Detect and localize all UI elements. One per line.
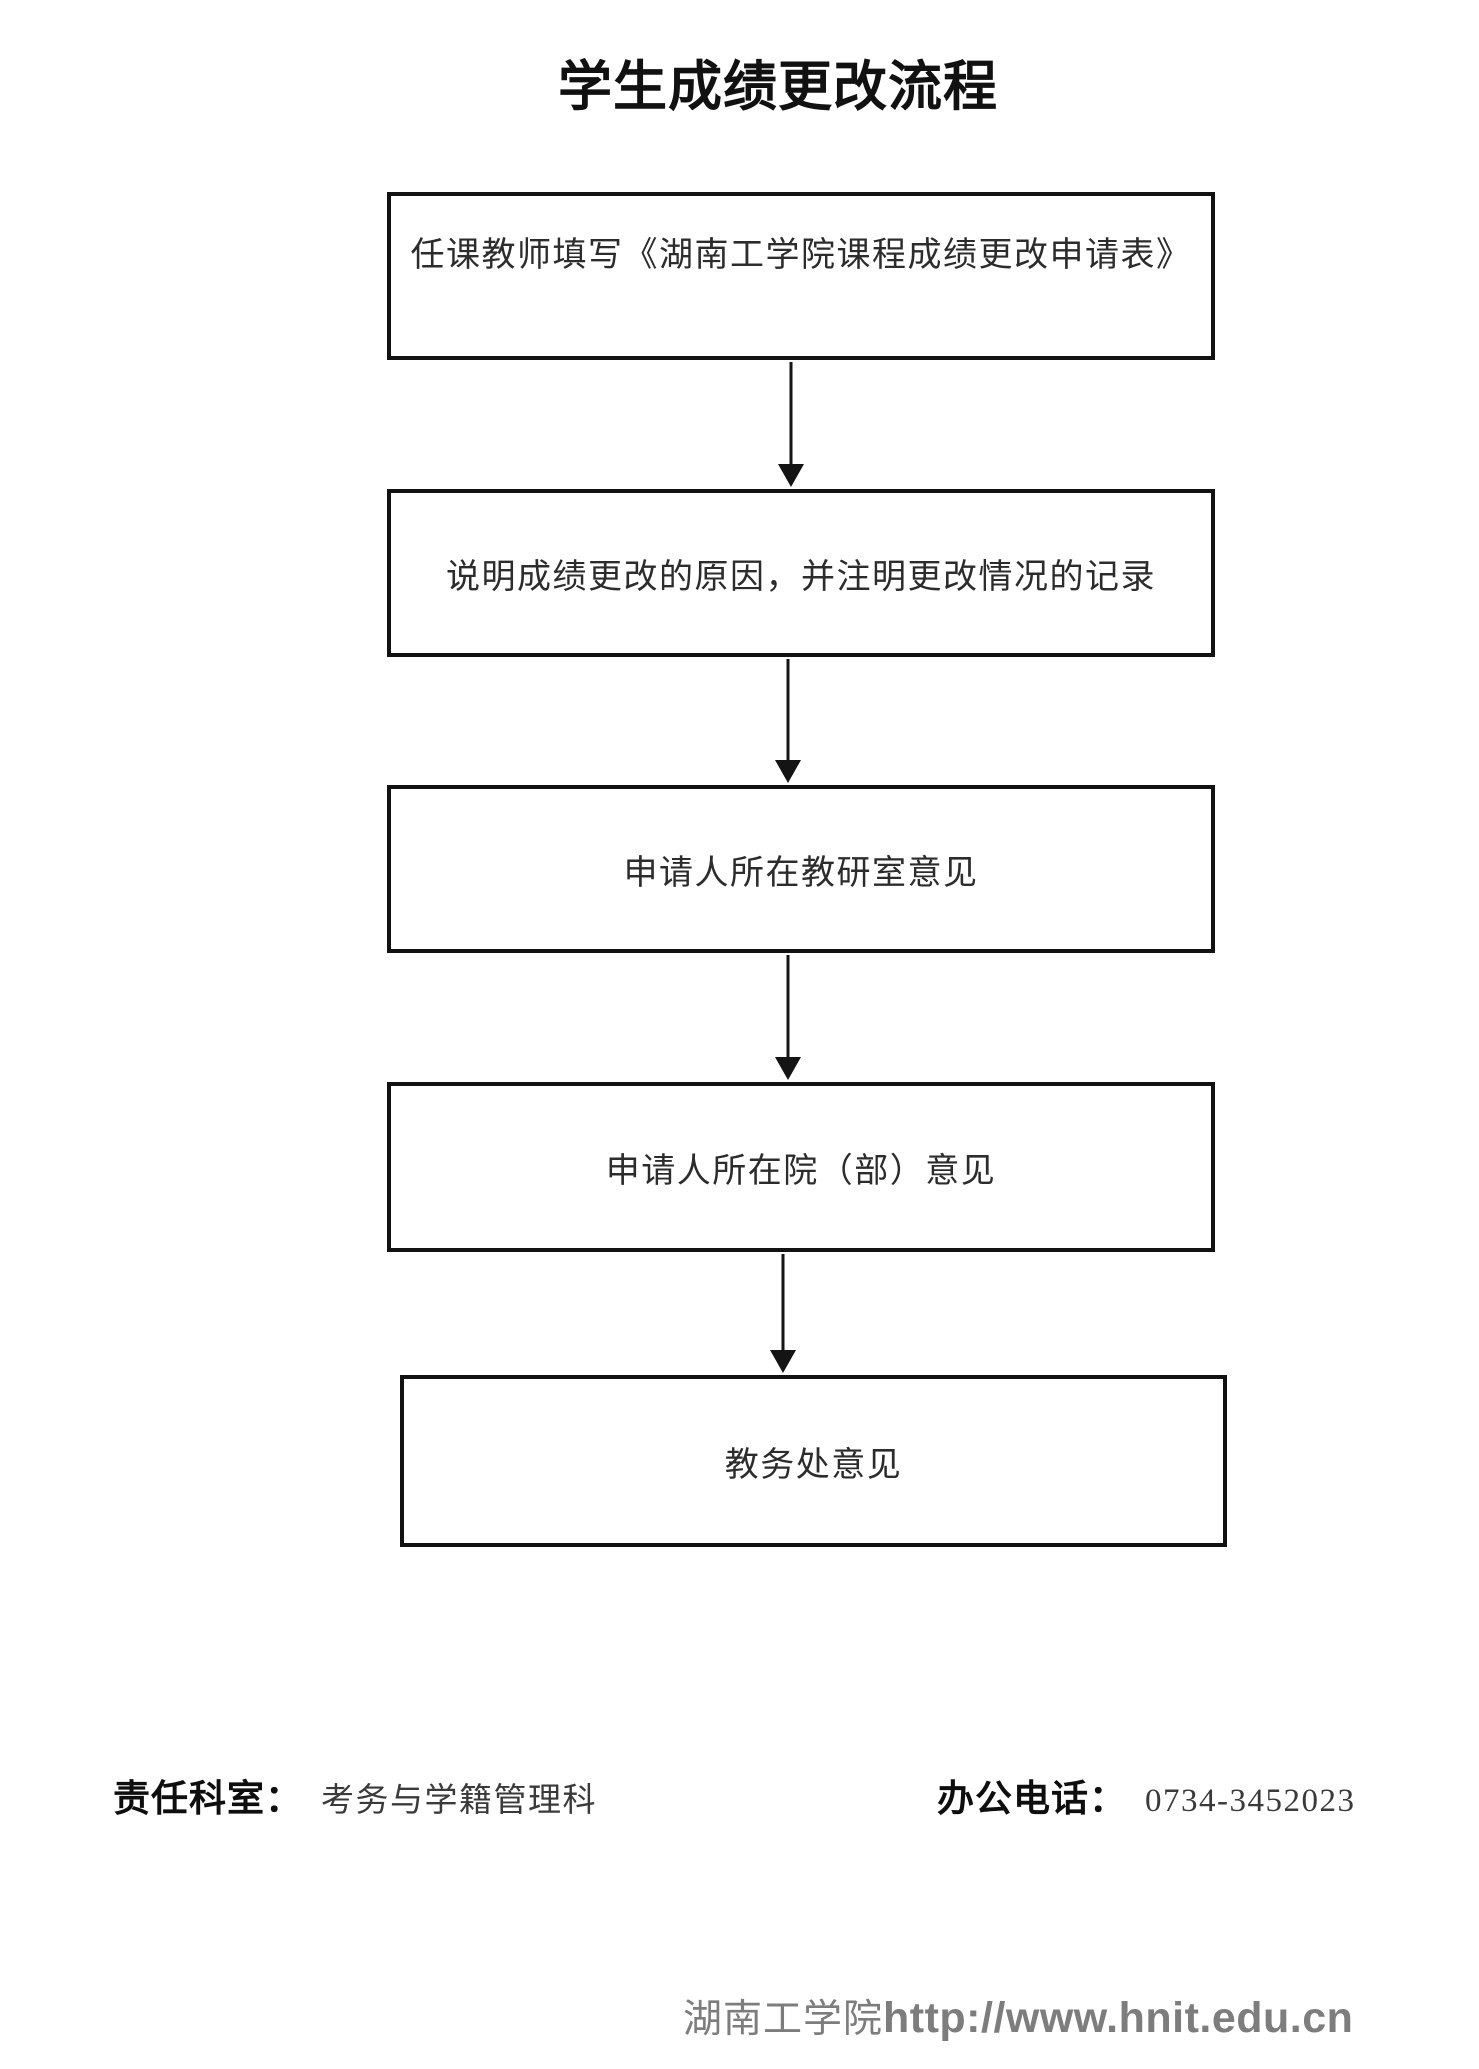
arrow-head-icon — [775, 1057, 801, 1080]
flow-arrow-2-down — [775, 659, 801, 783]
page-title: 学生成绩更改流程 — [558, 57, 998, 117]
flow-arrow-1-down — [778, 362, 804, 487]
flow-step-5-label: 教务处意见 — [724, 1446, 903, 1484]
arrow-head-icon — [775, 760, 801, 783]
arrow-stem — [786, 659, 790, 766]
flow-arrow-4-down — [770, 1254, 796, 1373]
flow-arrow-3-down — [775, 955, 801, 1080]
arrow-stem — [781, 1254, 785, 1356]
responsible-department-value: 考务与学籍管理科 — [321, 1783, 597, 1819]
site-footer-url: http://www.hnit.edu.cn — [883, 1994, 1354, 2042]
flow-step-2-label: 说明成绩更改的原因，并注明更改情况的记录 — [446, 558, 1156, 596]
flow-step-2-explain-reason: 说明成绩更改的原因，并注明更改情况的记录 — [387, 489, 1215, 657]
flow-step-3-label: 申请人所在教研室意见 — [623, 854, 979, 892]
office-phone-label: 办公电话： — [937, 1778, 1127, 1819]
arrow-stem — [786, 955, 790, 1063]
office-phone-line: 办公电话： 0734-3452023 — [937, 1768, 1356, 1822]
arrow-stem — [789, 362, 793, 470]
office-phone-value: 0734-3452023 — [1145, 1783, 1356, 1819]
arrow-head-icon — [770, 1350, 796, 1373]
responsible-department-line: 责任科室： 考务与学籍管理科 — [113, 1768, 597, 1822]
flow-step-4-label: 申请人所在院（部）意见 — [605, 1152, 997, 1190]
responsible-department-label: 责任科室： — [113, 1778, 303, 1819]
site-footer-org-name: 湖南工学院 — [683, 1998, 884, 2041]
flow-step-4-college-opinion: 申请人所在院（部）意见 — [387, 1082, 1215, 1252]
flow-step-5-academic-affairs-opinion: 教务处意见 — [400, 1375, 1227, 1547]
site-footer: 湖南工学院 http://www.hnit.edu.cn — [683, 1988, 1353, 2044]
arrow-head-icon — [778, 464, 804, 487]
flow-step-1-teacher-fill-form: 任课教师填写《湖南工学院课程成绩更改申请表》 — [387, 192, 1215, 360]
flow-step-3-teaching-office-opinion: 申请人所在教研室意见 — [387, 785, 1215, 953]
flow-step-1-label: 任课教师填写《湖南工学院课程成绩更改申请表》 — [410, 236, 1192, 274]
